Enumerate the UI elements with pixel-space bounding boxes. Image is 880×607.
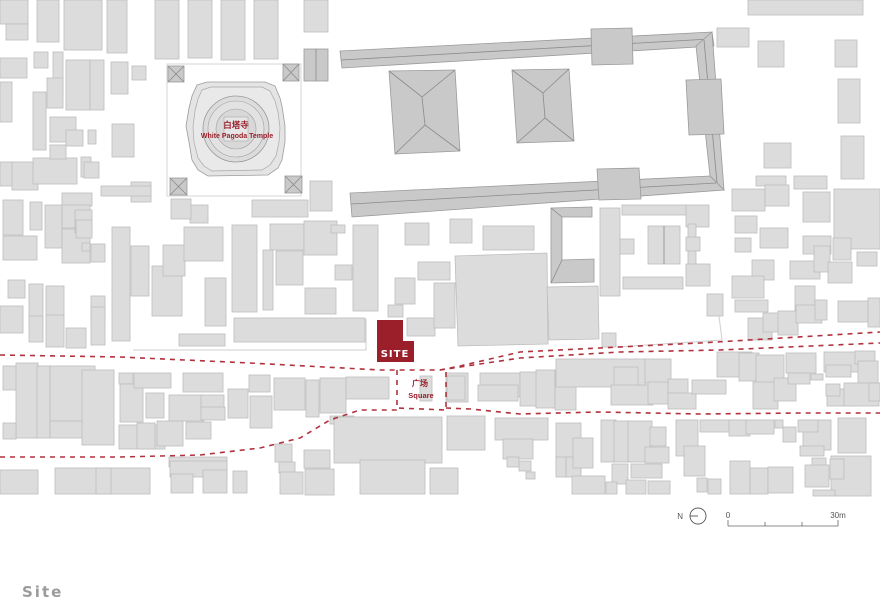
- temple-label-cn: 白塔寺: [223, 120, 249, 131]
- buildings-middle-center: [387, 204, 724, 348]
- corner-pavilion-icon: [167, 63, 303, 196]
- courtyard-complex: [303, 27, 725, 218]
- site-marker: SITE: [377, 320, 414, 362]
- square-plaza: 广场 Square: [396, 369, 447, 411]
- buildings-south: [0, 415, 872, 497]
- site-label: SITE: [381, 349, 410, 360]
- buildings-northwest: [0, 0, 329, 207]
- north-label: N: [677, 512, 683, 521]
- buildings-south-strip: [2, 350, 880, 450]
- white-pagoda-temple: 白塔寺 White Pagoda Temple: [166, 63, 303, 197]
- scale-end-label: 30m: [830, 511, 846, 520]
- north-arrow-icon: N: [677, 507, 707, 525]
- scale-start-label: 0: [726, 511, 731, 520]
- square-label-en: Square: [408, 391, 433, 400]
- temple-label-en: White Pagoda Temple: [201, 133, 273, 140]
- map-caption: Site: [22, 583, 64, 601]
- buildings-east: [716, 0, 880, 341]
- pedestrian-route: [0, 331, 880, 458]
- scale-bar: 0 30m: [726, 511, 846, 527]
- buildings-middle-west: [0, 180, 379, 351]
- square-label-cn: 广场: [412, 378, 428, 388]
